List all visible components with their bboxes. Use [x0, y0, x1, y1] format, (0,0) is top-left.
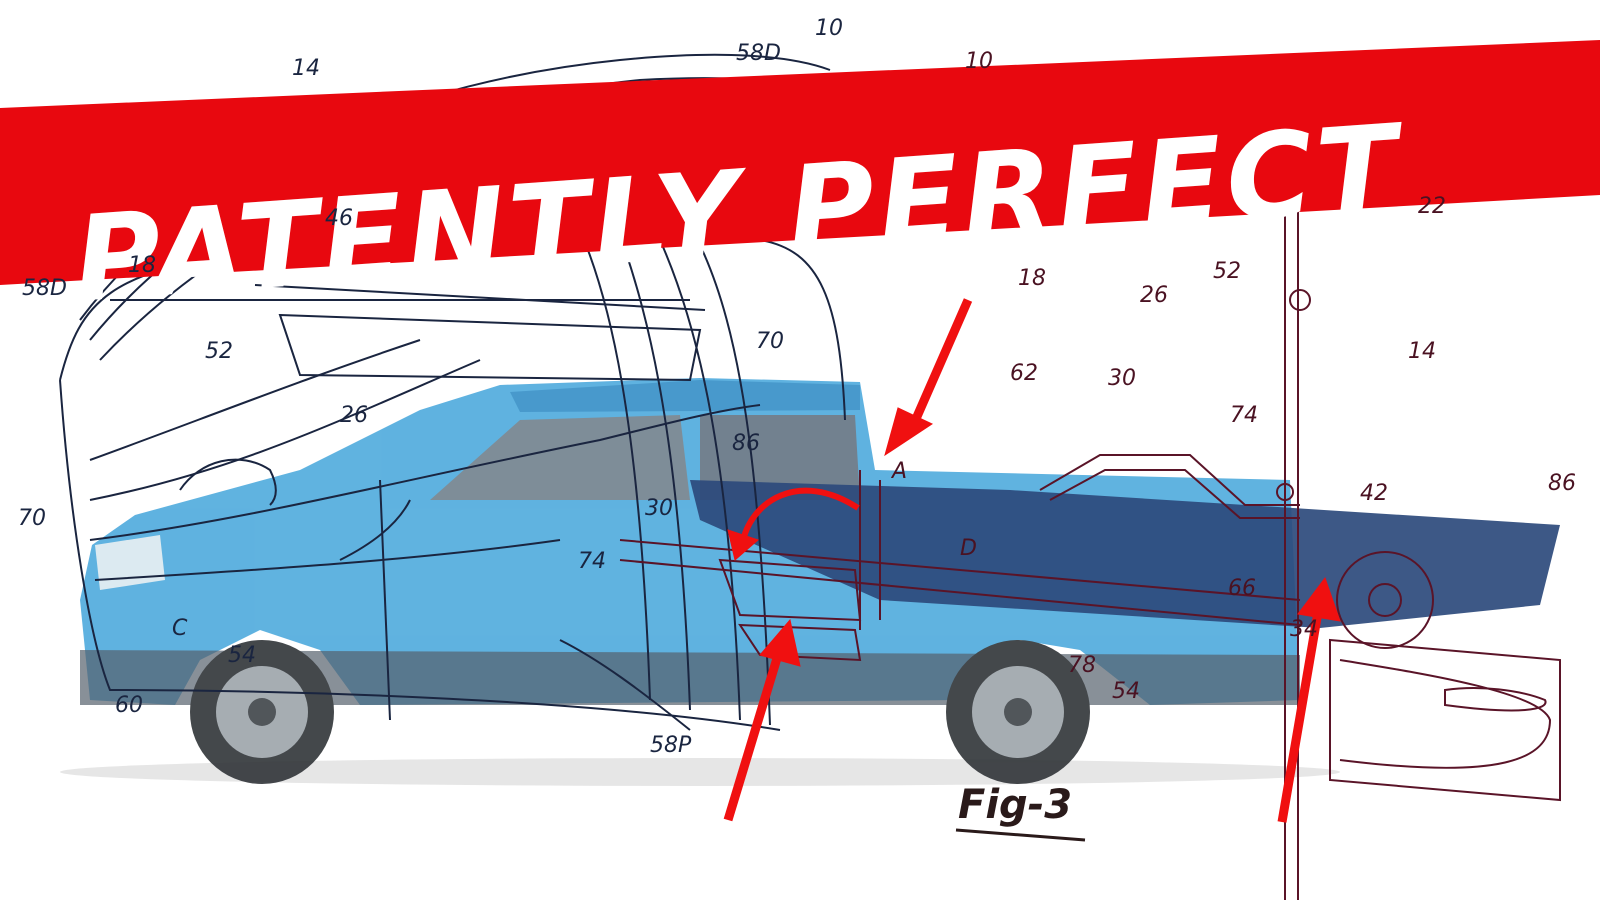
ref-label: 46 [325, 206, 353, 231]
canoe [690, 480, 1560, 628]
arrow-curved-head [727, 529, 759, 561]
ref-label: 18 [128, 253, 156, 278]
ref-label: 58P [650, 733, 692, 758]
ref-label: 62 [1010, 361, 1038, 386]
front-wheel [190, 640, 334, 784]
rear-wheel [946, 640, 1090, 784]
ref-label: 10 [815, 16, 843, 41]
ref-label: 34 [1290, 617, 1318, 642]
ref-label: 74 [1230, 403, 1258, 428]
ref-label: 74 [578, 549, 606, 574]
ref-label: D [960, 536, 977, 561]
truck-front-window [430, 415, 690, 500]
callout-arrows [723, 298, 1341, 823]
ref-label: 30 [1108, 366, 1136, 391]
ref-label: 42 [1360, 481, 1388, 506]
arrow-top [884, 298, 973, 457]
figure-label-underline [955, 828, 1086, 842]
ref-label: 70 [18, 506, 46, 531]
ref-label: 26 [340, 403, 368, 428]
ref-label: 10 [965, 49, 993, 74]
ref-label: 54 [1112, 679, 1140, 704]
ref-label: 78 [1068, 653, 1096, 678]
ref-label: 30 [645, 496, 673, 521]
ref-label: A [890, 459, 907, 484]
ref-label: 58D [736, 41, 781, 66]
ref-label: 14 [292, 56, 320, 81]
ref-label: 58D [22, 276, 67, 301]
ref-label: C [172, 616, 188, 641]
ref-label: 52 [205, 339, 233, 364]
ref-label: 86 [1548, 471, 1576, 496]
ref-label: 18 [1018, 266, 1046, 291]
reference-labels: 14 58D 18 46 52 26 70 C 54 60 58P 86 30 … [18, 16, 1576, 758]
ref-label: 26 [1140, 283, 1168, 308]
ref-label: 22 [1418, 194, 1446, 219]
ref-label: 66 [1228, 576, 1256, 601]
arrow-bottom-left [723, 618, 801, 822]
truck-cab-roof [510, 380, 860, 412]
ref-label: 86 [732, 431, 760, 456]
figure-label: Fig-3 [958, 782, 1072, 828]
ref-label: 54 [228, 643, 256, 668]
ref-label: 14 [1408, 339, 1436, 364]
ref-label: 52 [1213, 259, 1241, 284]
truck-rear-window [700, 415, 860, 500]
ref-label: 60 [115, 693, 143, 718]
title-banner [0, 40, 1600, 285]
arrow-curved [739, 487, 860, 546]
ref-label: 70 [756, 329, 784, 354]
arrow-bottom-right [1277, 576, 1341, 823]
